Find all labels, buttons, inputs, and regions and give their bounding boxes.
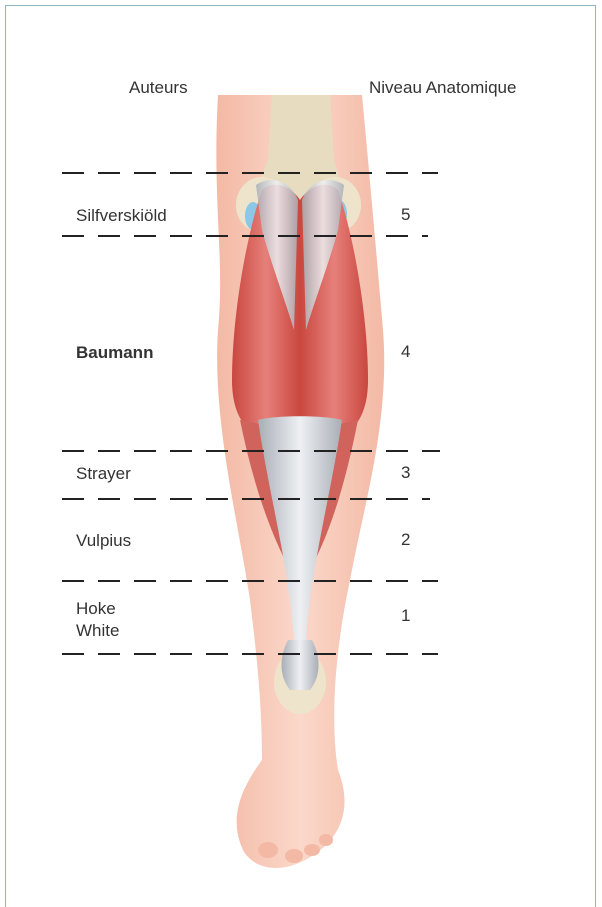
toe-1 — [258, 842, 278, 858]
achilles-insertion — [282, 640, 319, 690]
author-silfverskiold: Silfverskiöld — [76, 205, 167, 227]
author-baumann: Baumann — [76, 342, 153, 364]
header-anatomic-level: Niveau Anatomique — [369, 78, 516, 98]
level-5: 5 — [401, 205, 410, 225]
level-2: 2 — [401, 530, 410, 550]
toe-3 — [304, 844, 320, 856]
level-1: 1 — [401, 606, 410, 626]
level-3: 3 — [401, 463, 410, 483]
author-strayer: Strayer — [76, 463, 131, 485]
header-authors: Auteurs — [129, 78, 188, 98]
author-hoke-white: Hoke White — [76, 598, 119, 642]
level-4: 4 — [401, 342, 410, 362]
author-vulpius: Vulpius — [76, 530, 131, 552]
author-white: White — [76, 620, 119, 642]
toe-4 — [319, 834, 333, 846]
toe-2 — [285, 849, 303, 863]
author-hoke: Hoke — [76, 598, 119, 620]
